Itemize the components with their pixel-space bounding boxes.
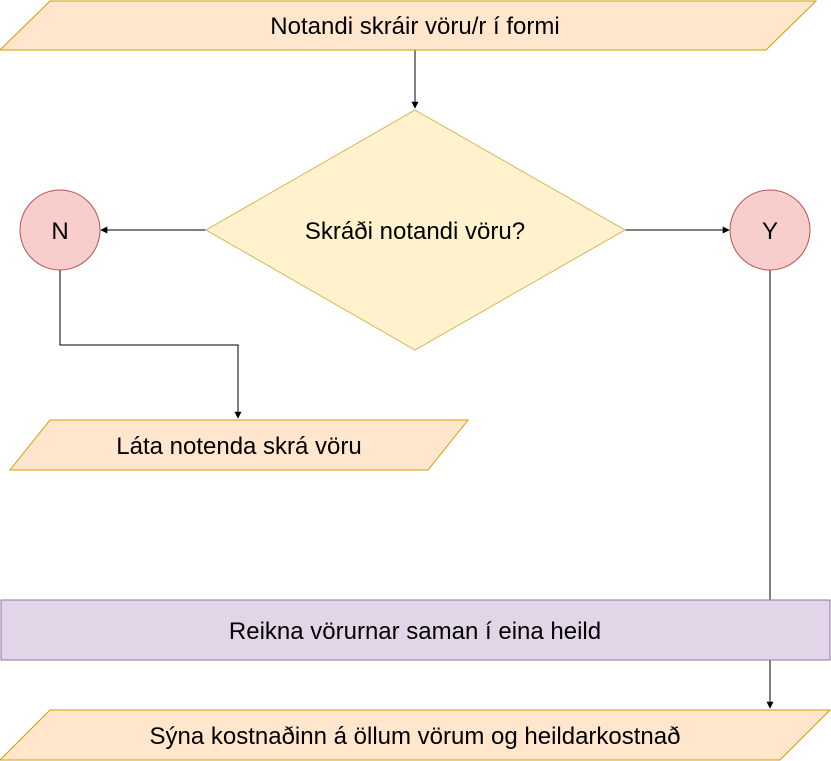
input-register-shape	[0, 0, 818, 51]
yes-shape	[729, 189, 811, 271]
yes-label: Y	[762, 218, 778, 245]
show-cost-shape	[0, 709, 831, 761]
no-shape	[19, 189, 101, 271]
prompt-register-label: Láta notenda skrá vöru	[116, 433, 362, 460]
edge-no-to-prompt	[59, 270, 242, 419]
node-input-register: Notandi skráir vöru/r í formi	[0, 0, 818, 51]
node-decision: Skráði notandi vöru?	[204, 109, 627, 351]
prompt-register-shape	[8, 419, 470, 471]
decision-label: Skráði notandi vöru?	[305, 218, 525, 245]
node-no: N	[19, 189, 101, 271]
show-cost-label: Sýna kostnaðinn á öllum vörum og heildar…	[150, 723, 681, 750]
input-register-label: Notandi skráir vöru/r í formi	[270, 13, 559, 40]
compute-total-shape	[0, 599, 831, 661]
node-prompt-register: Láta notenda skrá vöru	[8, 419, 470, 471]
compute-total-label: Reikna vörurnar saman í eina heild	[229, 618, 601, 645]
decision-shape	[204, 109, 627, 351]
node-show-cost: Sýna kostnaðinn á öllum vörum og heildar…	[0, 709, 831, 761]
edges	[59, 50, 774, 709]
node-yes: Y	[729, 189, 811, 271]
node-compute-total: Reikna vörurnar saman í eina heild	[0, 599, 831, 661]
no-label: N	[51, 218, 68, 245]
